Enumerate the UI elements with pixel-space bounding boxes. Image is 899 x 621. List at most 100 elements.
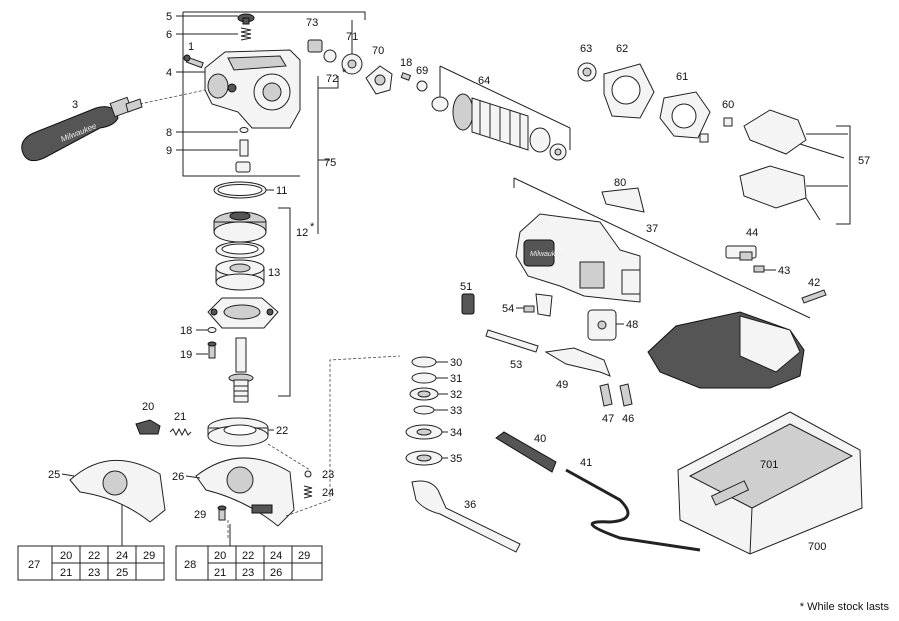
callout-19: 19 <box>180 349 192 361</box>
callout-23: 23 <box>322 469 334 481</box>
callout-35: 35 <box>450 453 462 465</box>
part-20-lever <box>135 419 161 435</box>
callout-12: 12 <box>296 227 308 239</box>
brand-mark-housing: Milwaukee <box>530 251 563 258</box>
part-25-guard <box>69 459 166 523</box>
part-700-carry-case <box>677 411 863 555</box>
bracket-64a <box>439 65 571 129</box>
table-27-r2c2: 23 <box>88 567 100 579</box>
callout-71: 71 <box>346 31 358 43</box>
callout-11: 11 <box>276 185 287 197</box>
callout-62: 62 <box>616 43 628 55</box>
part-48-capacitor <box>587 309 617 341</box>
callout-21: 21 <box>174 411 186 423</box>
part-64-armature <box>431 93 567 161</box>
callout-34: 34 <box>450 427 462 439</box>
part-4-gear-housing <box>204 49 301 129</box>
bracket-37 <box>513 177 811 319</box>
leader-guard <box>267 443 311 471</box>
part-29-screw <box>217 505 227 521</box>
part-36-spanner <box>411 480 521 553</box>
callout-75: 75 <box>324 157 336 169</box>
part-13-bearing <box>215 259 265 291</box>
table-27: 27 20 22 24 29 21 23 25 <box>17 545 165 581</box>
part-9-pin <box>239 139 249 157</box>
callout-18b: 18 <box>400 57 412 69</box>
star-72: * <box>342 67 347 79</box>
callout-60: 60 <box>722 99 734 111</box>
part-18-washer <box>207 327 217 333</box>
part-3-side-handle: Milwaukee <box>21 96 143 162</box>
part-41-cable <box>565 468 701 552</box>
callout-54: 54 <box>502 303 514 315</box>
part-73-nut <box>307 39 323 53</box>
table-28-r1c1: 20 <box>214 550 226 562</box>
part-24-spring <box>303 485 313 499</box>
part-60-brush <box>699 117 733 143</box>
callout-32: 32 <box>450 389 462 401</box>
part-8-ring <box>239 127 249 133</box>
table-27-r2c1: 21 <box>60 567 72 579</box>
callout-49: 49 <box>556 379 568 391</box>
part-62-brush-holder <box>603 63 655 119</box>
callout-48: 48 <box>626 319 638 331</box>
part-57-shell-upper <box>743 109 848 159</box>
table-27-r1c3: 24 <box>116 550 128 562</box>
callout-64: 64 <box>478 75 490 87</box>
star-12: * <box>310 221 315 233</box>
callout-51: 51 <box>460 281 472 293</box>
part-1-screw <box>183 54 204 69</box>
callout-4: 4 <box>166 67 172 79</box>
callout-69: 69 <box>416 65 428 77</box>
part-80-label <box>601 187 645 213</box>
part-9b-bushing <box>235 161 251 173</box>
table-leaders <box>121 504 231 546</box>
callout-70: 70 <box>372 45 384 57</box>
part-6-spring <box>240 27 252 41</box>
table-28: 28 20 22 24 29 21 23 26 <box>175 545 323 581</box>
part-34-flange <box>405 424 443 440</box>
callout-5: 5 <box>166 11 172 23</box>
leader-handle <box>139 89 206 105</box>
callout-18: 18 <box>180 325 192 337</box>
part-49-switch-lever <box>544 347 611 377</box>
callout-43: 43 <box>778 265 790 277</box>
part-spindle-flange <box>207 297 279 329</box>
table-27-r2c3: 25 <box>116 567 128 579</box>
part-37-motor-housing: Milwaukee <box>515 213 641 303</box>
footnote-text: While stock lasts <box>807 601 889 613</box>
part-46-contact <box>619 383 633 407</box>
callout-29: 29 <box>194 509 206 521</box>
callout-30: 30 <box>450 357 462 369</box>
bracket-top <box>183 11 366 20</box>
callout-57: 57 <box>858 155 870 167</box>
callout-41: 41 <box>580 457 592 469</box>
callout-80: 80 <box>614 177 626 189</box>
part-5-cap <box>237 13 255 25</box>
callout-42: 42 <box>808 277 820 289</box>
part-21-spring <box>169 427 192 437</box>
part-retaining-ring <box>215 241 265 259</box>
part-44-switch <box>725 245 757 261</box>
callout-25: 25 <box>48 469 60 481</box>
callout-72: 72 <box>326 73 338 85</box>
part-11-o-ring <box>213 181 267 199</box>
callout-1: 1 <box>188 41 194 53</box>
callout-61: 61 <box>676 71 688 83</box>
part-69-ring <box>416 80 428 92</box>
callout-26: 26 <box>172 471 184 483</box>
table-28-label: 28 <box>184 559 196 571</box>
part-47-contact <box>599 383 613 407</box>
callout-73: 73 <box>306 17 318 29</box>
part-rear-housing <box>647 311 805 389</box>
callout-701: 701 <box>760 459 778 471</box>
part-42-screw <box>801 289 827 304</box>
callout-22: 22 <box>276 425 288 437</box>
part-70-plate <box>365 65 393 95</box>
footnote-star: * <box>799 601 805 613</box>
callout-40: 40 <box>534 433 546 445</box>
part-22-guard-collar <box>207 417 269 447</box>
callout-9: 9 <box>166 145 172 157</box>
part-72-washer <box>323 49 337 63</box>
